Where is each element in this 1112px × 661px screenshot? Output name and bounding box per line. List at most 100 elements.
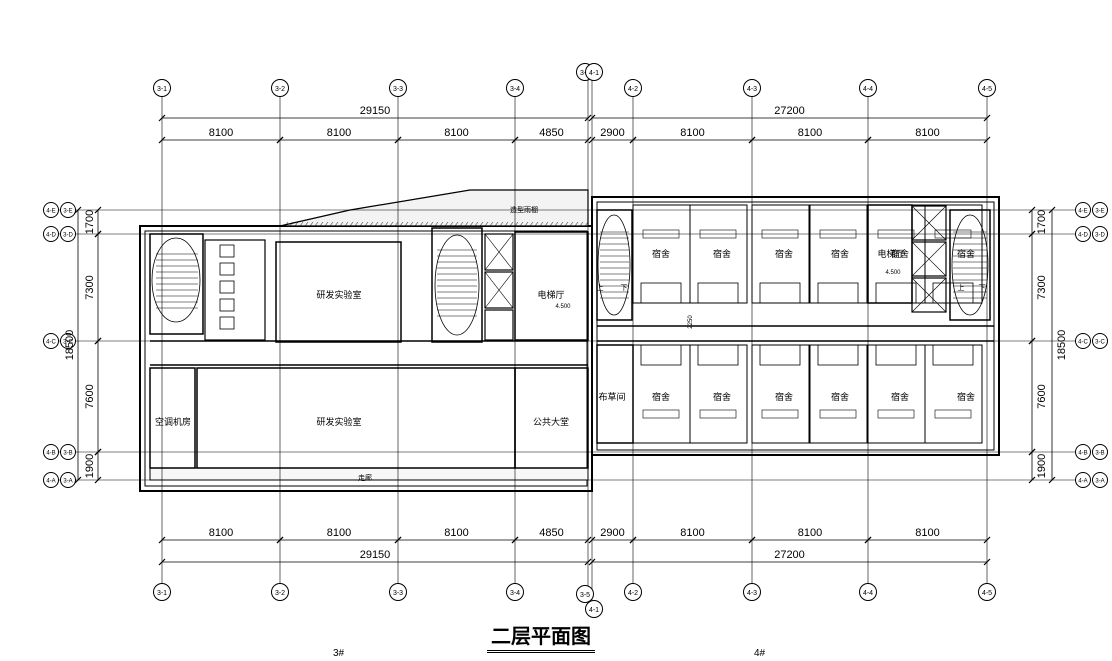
- axis-label: 4-E: [46, 209, 55, 215]
- axis-bubble: [43, 202, 59, 218]
- axis-label: 3-E: [63, 209, 72, 215]
- toilet-fixture: [219, 298, 235, 312]
- dim-label: 2900: [600, 127, 624, 139]
- axis-label: 4-3: [747, 590, 757, 597]
- dim-tick: [864, 536, 872, 544]
- axis-label: 3-A: [63, 479, 72, 485]
- dim-label: 1900: [84, 454, 96, 478]
- canopy-hatch: [339, 221, 344, 227]
- level-mark: 4.500: [555, 304, 571, 310]
- canopy-hatch: [479, 221, 484, 227]
- axis-bubble: [624, 583, 642, 601]
- canopy-hatch: [524, 221, 529, 227]
- canopy-hatch: [474, 221, 479, 227]
- axis-bubble: [1092, 202, 1108, 218]
- dim-tick: [1028, 476, 1036, 484]
- canopy-hatch: [409, 221, 414, 227]
- canopy-hatch: [469, 221, 474, 227]
- axis-label: 3-5: [580, 70, 590, 77]
- dim-tick: [94, 230, 102, 238]
- stair-curve: [434, 234, 480, 336]
- dim-label: 18500: [1056, 330, 1068, 361]
- dim-tick: [588, 558, 596, 566]
- axis-bubble: [60, 472, 76, 488]
- canopy-hatch: [354, 221, 359, 227]
- bathroom: [817, 282, 859, 304]
- axis-bubble: [271, 79, 289, 97]
- elevator-cross: [484, 233, 514, 271]
- room-label-dorm: 宿舍: [775, 391, 793, 402]
- axis-bubble: [1075, 444, 1091, 460]
- canopy-shape: [279, 189, 589, 227]
- canopy-hatch: [459, 221, 464, 227]
- dim-label: 8100: [798, 127, 822, 139]
- elevator-cross: [911, 277, 947, 313]
- axis-bubble: [43, 333, 59, 349]
- axis-label: 4-A: [46, 479, 55, 485]
- dim-label: 8100: [209, 127, 233, 139]
- canopy-label: 造型雨棚: [510, 205, 538, 214]
- dim-tick: [158, 536, 166, 544]
- room-label-dorm: 宿舍: [775, 248, 793, 259]
- axis-bubble: [576, 585, 594, 603]
- axis-bubble: [506, 583, 524, 601]
- canopy-hatch: [579, 221, 584, 227]
- bed: [642, 409, 680, 419]
- building-label-3: 3#: [333, 648, 345, 659]
- dim-tick: [94, 337, 102, 345]
- dim-tick: [584, 114, 592, 122]
- canopy-hatch: [539, 221, 544, 227]
- canopy-hatch: [349, 221, 354, 227]
- room-label-lobby: 公共大堂: [533, 416, 569, 427]
- toilet-fixture: [219, 244, 235, 258]
- bathroom: [932, 282, 974, 304]
- dim-tick: [588, 114, 596, 122]
- canopy-hatch: [379, 221, 384, 227]
- building-label-4: 4#: [754, 648, 766, 659]
- axis-bubble: [743, 583, 761, 601]
- room-label-linen-room: 布草间: [598, 391, 625, 402]
- lab-top-room: [275, 241, 402, 343]
- canopy-hatch: [564, 221, 569, 227]
- canopy-hatch: [419, 221, 424, 227]
- axis-bubble: [1092, 333, 1108, 349]
- room-label-dorm: 宿舍: [891, 391, 909, 402]
- axis-label: 3-5: [580, 592, 590, 599]
- axis-bubble: [271, 583, 289, 601]
- room-label-dorm: 宿舍: [713, 391, 731, 402]
- axis-bubble: [624, 79, 642, 97]
- canopy-hatch: [439, 221, 444, 227]
- canopy-hatch: [369, 221, 374, 227]
- dim-tick: [588, 136, 596, 144]
- dim-label: 8100: [680, 127, 704, 139]
- room-label-dorm: 宿舍: [957, 248, 975, 259]
- dim-label: 7300: [84, 275, 96, 299]
- axis-bubble: [60, 226, 76, 242]
- axis-bubble: [978, 583, 996, 601]
- bed: [761, 409, 799, 419]
- dim-tick: [983, 558, 991, 566]
- dim-tick: [276, 536, 284, 544]
- axis-bubble: [1092, 472, 1108, 488]
- dim-tick: [511, 536, 519, 544]
- dim-tick: [983, 136, 991, 144]
- axis-bubble: [60, 333, 76, 349]
- dim-tick: [94, 206, 102, 214]
- axis-label: 4-A: [1078, 479, 1087, 485]
- canopy-hatch: [494, 221, 499, 227]
- dim-label: 7600: [1036, 384, 1048, 408]
- canopy-hatch: [549, 221, 554, 227]
- dim-tick: [1028, 337, 1036, 345]
- bottom-strip-label: 走廊: [358, 473, 372, 482]
- axis-label: 4-4: [863, 590, 873, 597]
- canopy-hatch: [514, 221, 519, 227]
- dim-tick: [584, 558, 592, 566]
- dim-label: 4850: [539, 527, 563, 539]
- axis-label: 3-4: [510, 86, 520, 93]
- room-label-lab-bottom: 研发实验室: [316, 416, 361, 427]
- dim-label: 29150: [360, 549, 391, 561]
- dim-label: 27200: [774, 105, 805, 117]
- axis-bubble: [389, 79, 407, 97]
- room-label-elevator-hall-3: 电梯厅: [537, 289, 564, 300]
